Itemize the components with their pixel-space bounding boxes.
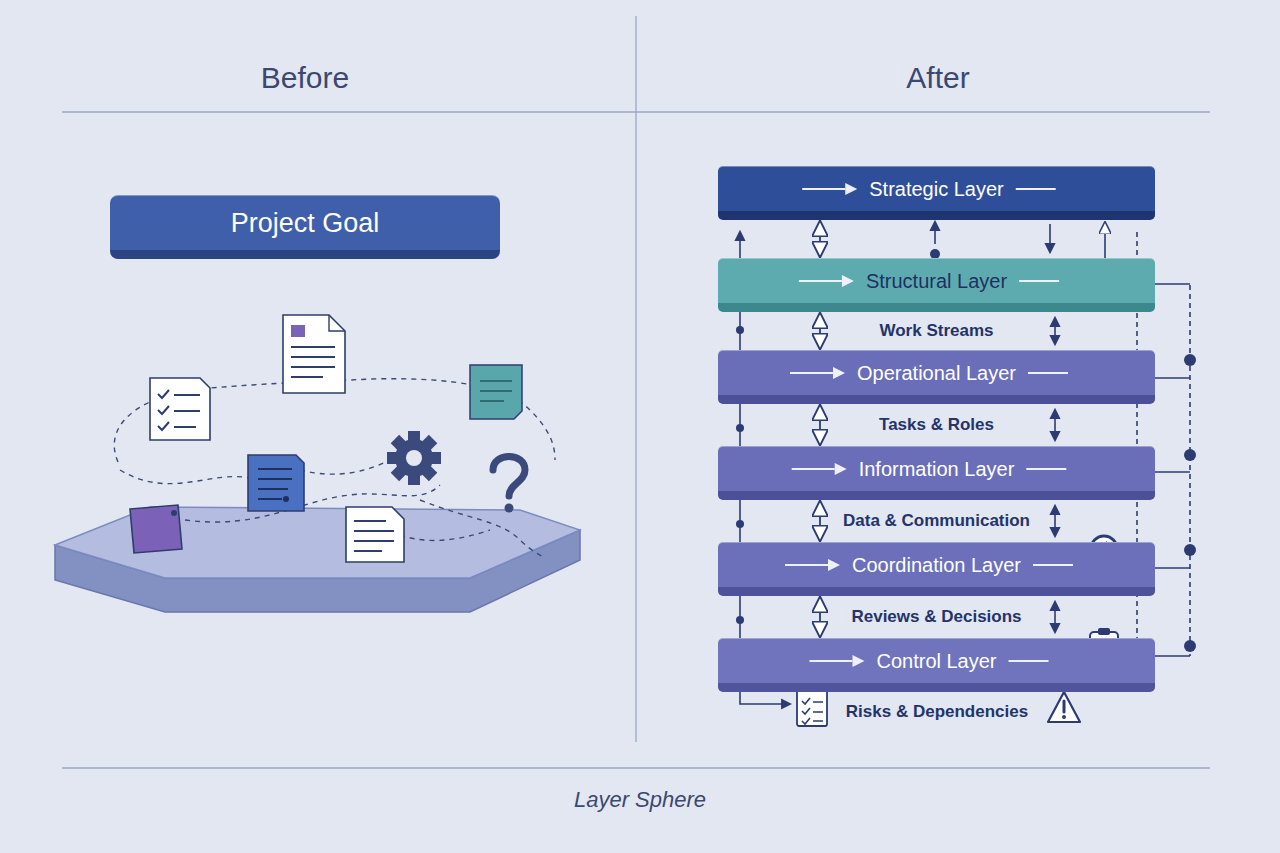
slab-mark bbox=[1033, 564, 1073, 566]
text-doc bbox=[346, 507, 404, 562]
slab-mark bbox=[845, 183, 857, 195]
connector-label: Tasks & Roles bbox=[875, 415, 998, 435]
layer-slab: Coordination Layer bbox=[718, 542, 1155, 596]
text-doc bbox=[283, 315, 345, 393]
slab-mark bbox=[802, 188, 845, 190]
slab-mark bbox=[1028, 372, 1068, 374]
slab-mark bbox=[792, 468, 835, 470]
layer-slab: Structural Layer bbox=[718, 258, 1155, 312]
layer-connector bbox=[819, 314, 821, 348]
teal-note bbox=[470, 365, 522, 419]
slab-mark bbox=[833, 367, 845, 379]
question-icon bbox=[493, 457, 525, 513]
layer-slab: Control Layer bbox=[718, 638, 1155, 692]
section-heading: After bbox=[903, 61, 972, 95]
node-text: Operational Layer bbox=[857, 362, 1016, 385]
purple-note bbox=[130, 505, 182, 553]
node-text: Information Layer bbox=[859, 458, 1015, 481]
layer-connector bbox=[819, 406, 821, 444]
slab-mark bbox=[1019, 280, 1059, 282]
frame-lines bbox=[62, 16, 1210, 768]
slab-mark bbox=[809, 660, 852, 662]
node-text: Structural Layer bbox=[866, 270, 1007, 293]
goal-band: Project Goal bbox=[110, 195, 500, 259]
node-text: Strategic Layer bbox=[869, 178, 1004, 201]
slab-mark bbox=[828, 559, 840, 571]
slab-mark bbox=[835, 463, 847, 475]
slab-mark bbox=[842, 275, 854, 287]
checklist-doc bbox=[150, 378, 210, 440]
warning-icon bbox=[1048, 692, 1080, 722]
slab-mark bbox=[785, 564, 828, 566]
layer-slab: Operational Layer bbox=[718, 350, 1155, 404]
layer-connector bbox=[819, 502, 821, 540]
slab-mark bbox=[799, 280, 842, 282]
diagram-caption: Layer Sphere bbox=[574, 787, 706, 813]
slab-mark bbox=[1026, 468, 1066, 470]
connector-label: Work Streams bbox=[875, 321, 997, 341]
connector-label: Data & Communication bbox=[839, 511, 1034, 531]
node-text: Coordination Layer bbox=[852, 554, 1021, 577]
checklist-icon bbox=[797, 686, 827, 726]
layer-connector bbox=[819, 598, 821, 636]
slab-mark bbox=[790, 372, 833, 374]
layer-slab: Information Layer bbox=[718, 446, 1155, 500]
list-card bbox=[248, 455, 304, 511]
section-heading: Before bbox=[258, 61, 352, 95]
slab-mark bbox=[1009, 660, 1049, 662]
node-text: Project Goal bbox=[231, 208, 380, 239]
connector-label: Reviews & Decisions bbox=[847, 607, 1025, 627]
gear-icon bbox=[387, 431, 441, 485]
slab-mark bbox=[1016, 188, 1056, 190]
node-text: Control Layer bbox=[876, 650, 996, 673]
layer-connector bbox=[819, 222, 821, 256]
layer-note: Risks & Dependencies bbox=[843, 702, 1031, 722]
layer-slab: Strategic Layer bbox=[718, 166, 1155, 220]
slab-mark bbox=[852, 655, 864, 667]
